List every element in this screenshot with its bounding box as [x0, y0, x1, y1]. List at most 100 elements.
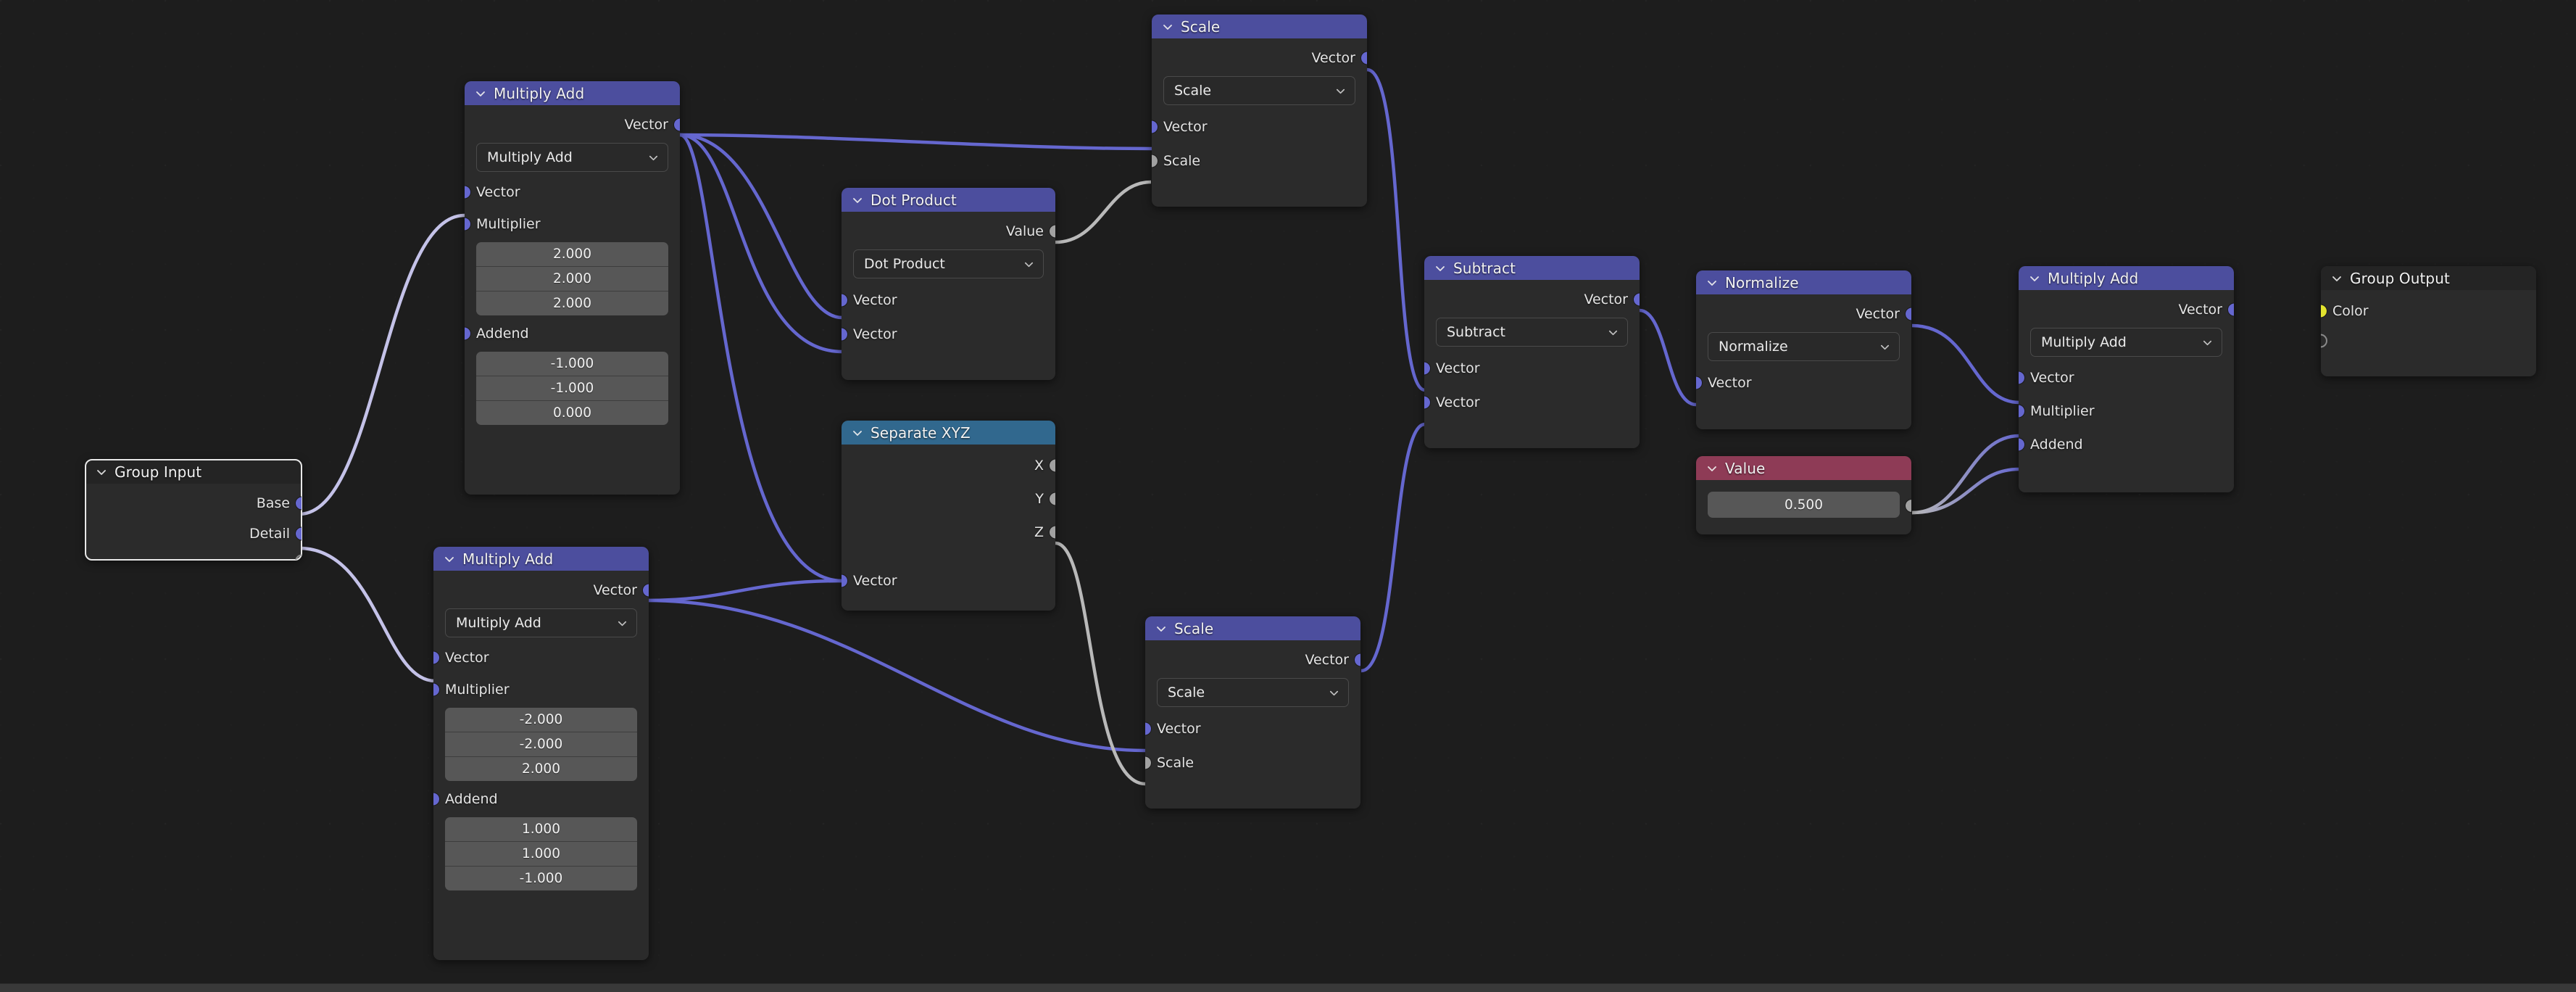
- output-row-vector[interactable]: Vector: [1152, 43, 1367, 73]
- operation-dropdown[interactable]: Subtract: [1436, 318, 1628, 347]
- socket-vector-out[interactable]: [642, 583, 649, 597]
- socket-vector-in[interactable]: [1152, 120, 1158, 133]
- multiplier-y-field[interactable]: -2.000: [445, 732, 637, 757]
- node-separate-xyz[interactable]: Separate XYZ X Y Z Vector: [842, 421, 1055, 611]
- output-row-vector[interactable]: Vector: [2019, 294, 2234, 324]
- input-row-multiplier[interactable]: Multiplier: [433, 674, 649, 706]
- output-row-vector[interactable]: Vector: [1145, 645, 1360, 674]
- node-multiply-add-3[interactable]: Multiply Add Vector Multiply Add Vector …: [2019, 266, 2234, 492]
- chevron-down-icon[interactable]: [852, 427, 863, 439]
- output-row-virtual[interactable]: [86, 549, 302, 560]
- node-group-input[interactable]: Group Input Base Detail: [85, 459, 302, 561]
- input-row-vector[interactable]: Vector: [1145, 711, 1360, 745]
- value-field[interactable]: 0.500: [1708, 492, 1900, 518]
- operation-dropdown[interactable]: Dot Product: [853, 249, 1044, 278]
- chevron-down-icon[interactable]: [1162, 21, 1173, 33]
- output-row-value[interactable]: Value: [842, 216, 1055, 246]
- chevron-down-icon[interactable]: [1329, 687, 1339, 698]
- node-header-scale-top[interactable]: Scale: [1152, 15, 1367, 38]
- input-row-vector-2[interactable]: Vector: [842, 317, 1055, 351]
- node-normalize[interactable]: Normalize Vector Normalize Vector: [1696, 270, 1911, 429]
- chevron-down-icon[interactable]: [648, 152, 659, 163]
- addend-x-field[interactable]: -1.000: [476, 352, 668, 376]
- input-row-addend[interactable]: Addend: [433, 783, 649, 815]
- multiplier-z-field[interactable]: 2.000: [445, 757, 637, 781]
- socket-addend[interactable]: [2019, 437, 2025, 452]
- node-header-multiply-add-3[interactable]: Multiply Add: [2019, 266, 2234, 290]
- chevron-down-icon[interactable]: [444, 553, 455, 565]
- socket-value-out[interactable]: [1049, 224, 1055, 238]
- input-row-vector[interactable]: Vector: [433, 642, 649, 674]
- socket-vector-in[interactable]: [2019, 371, 2025, 385]
- input-row-vector-1[interactable]: Vector: [1424, 351, 1640, 385]
- chevron-down-icon[interactable]: [852, 194, 863, 206]
- chevron-down-icon[interactable]: [2202, 337, 2213, 348]
- chevron-down-icon[interactable]: [1706, 463, 1718, 474]
- chevron-down-icon[interactable]: [1706, 277, 1718, 289]
- chevron-down-icon[interactable]: [1023, 259, 1034, 270]
- chevron-down-icon[interactable]: [1608, 327, 1619, 338]
- input-row-addend[interactable]: Addend: [2019, 428, 2234, 461]
- output-row-base[interactable]: Base: [86, 488, 302, 518]
- socket-addend[interactable]: [433, 792, 440, 806]
- output-row-y[interactable]: Y: [842, 482, 1055, 516]
- socket-value-out[interactable]: [1905, 499, 1911, 513]
- operation-dropdown[interactable]: Multiply Add: [476, 143, 668, 172]
- node-header-separate-xyz[interactable]: Separate XYZ: [842, 421, 1055, 445]
- operation-dropdown[interactable]: Multiply Add: [445, 608, 637, 637]
- input-row-scale[interactable]: Scale: [1152, 144, 1367, 178]
- addend-y-field[interactable]: 1.000: [445, 842, 637, 867]
- addend-y-field[interactable]: -1.000: [476, 376, 668, 401]
- socket-vector-in[interactable]: [465, 185, 471, 199]
- node-header-value[interactable]: Value: [1696, 456, 1911, 480]
- addend-z-field[interactable]: 0.000: [476, 401, 668, 425]
- output-row-x[interactable]: X: [842, 449, 1055, 482]
- node-header-subtract[interactable]: Subtract: [1424, 256, 1640, 280]
- node-scale-top[interactable]: Scale Vector Scale Vector Scale: [1152, 15, 1367, 207]
- multiplier-z-field[interactable]: 2.000: [476, 292, 668, 315]
- socket-vector-in[interactable]: [842, 574, 848, 588]
- output-row-vector[interactable]: Vector: [1424, 284, 1640, 314]
- node-scale-bottom[interactable]: Scale Vector Scale Vector Scale: [1145, 616, 1360, 809]
- input-row-vector[interactable]: Vector: [2019, 361, 2234, 394]
- operation-dropdown[interactable]: Scale: [1157, 678, 1349, 707]
- chevron-down-icon[interactable]: [1879, 342, 1890, 352]
- socket-multiplier[interactable]: [2019, 404, 2025, 418]
- node-header-multiply-add-1[interactable]: Multiply Add: [465, 81, 680, 105]
- socket-virtual-output[interactable]: [2321, 334, 2327, 348]
- addend-vector-fields[interactable]: -1.000 -1.000 0.000: [476, 352, 668, 425]
- operation-dropdown[interactable]: Scale: [1163, 76, 1355, 105]
- node-value[interactable]: Value 0.500: [1696, 456, 1911, 534]
- chevron-down-icon[interactable]: [1434, 263, 1446, 274]
- socket-detail[interactable]: [295, 526, 302, 541]
- input-row-multiplier[interactable]: Multiplier: [465, 208, 680, 240]
- socket-y[interactable]: [1049, 492, 1055, 506]
- socket-color[interactable]: [2321, 304, 2327, 318]
- socket-scale-in[interactable]: [1145, 756, 1152, 769]
- socket-vector-out[interactable]: [1354, 653, 1360, 666]
- socket-x[interactable]: [1049, 458, 1055, 473]
- input-row-vector[interactable]: Vector: [842, 565, 1055, 597]
- socket-z[interactable]: [1049, 525, 1055, 540]
- input-row-vector[interactable]: Vector: [1152, 109, 1367, 144]
- node-header-group-input[interactable]: Group Input: [86, 460, 302, 484]
- socket-vector-in-2[interactable]: [1424, 395, 1431, 409]
- socket-vector-out[interactable]: [2227, 302, 2234, 316]
- output-row-vector[interactable]: Vector: [465, 109, 680, 139]
- node-header-scale-bottom[interactable]: Scale: [1145, 616, 1360, 640]
- node-header-dot-product[interactable]: Dot Product: [842, 188, 1055, 212]
- value-field-wrap[interactable]: 0.500: [1708, 492, 1900, 518]
- socket-vector-out[interactable]: [1360, 51, 1367, 65]
- node-subtract[interactable]: Subtract Vector Subtract Vector Vector: [1424, 256, 1640, 448]
- chevron-down-icon[interactable]: [475, 88, 486, 99]
- input-row-multiplier[interactable]: Multiplier: [2019, 394, 2234, 428]
- socket-vector-in[interactable]: [433, 650, 440, 665]
- output-row-detail[interactable]: Detail: [86, 518, 302, 549]
- input-row-vector-2[interactable]: Vector: [1424, 385, 1640, 419]
- multiplier-vector-fields[interactable]: 2.000 2.000 2.000: [476, 242, 668, 315]
- operation-dropdown[interactable]: Multiply Add: [2030, 328, 2222, 357]
- input-row-addend[interactable]: Addend: [465, 318, 680, 350]
- multiplier-y-field[interactable]: 2.000: [476, 267, 668, 292]
- socket-base[interactable]: [295, 496, 302, 511]
